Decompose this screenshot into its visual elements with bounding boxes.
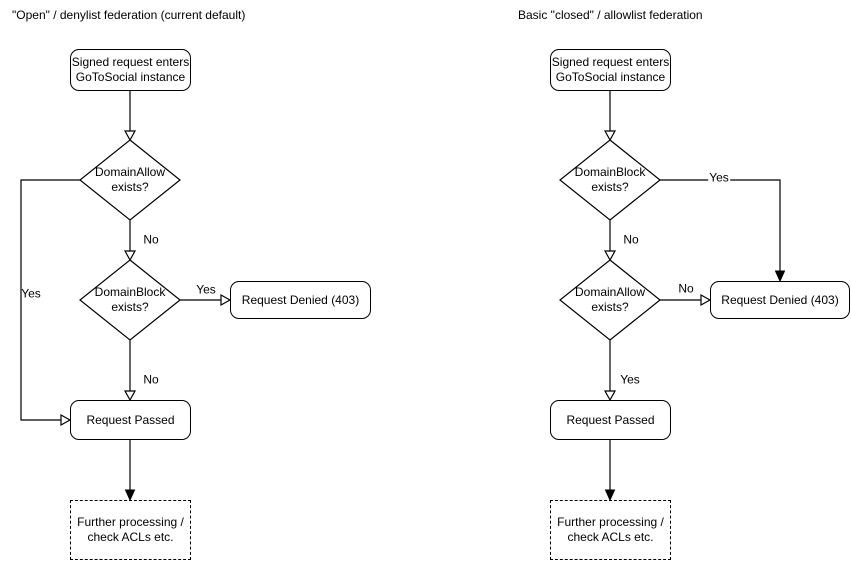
right-decision2-no-label: No <box>678 281 694 296</box>
edge-left-start-to-decision1 <box>123 91 137 142</box>
edge-left-decision2-no-to-passed <box>123 340 137 402</box>
edge-right-start-to-decision1 <box>603 91 617 142</box>
edge-right-decision1-no-to-decision2 <box>603 220 617 262</box>
left-decision2-label: DomainBlock exists? <box>94 285 166 314</box>
left-start-node: Signed request enters GoToSocial instanc… <box>70 49 191 91</box>
right-decision2-yes-label: Yes <box>620 372 640 387</box>
left-decision1-no-label: No <box>143 232 159 247</box>
edge-right-passed-to-further <box>604 440 616 502</box>
left-decision1-label: DomainAllow exists? <box>94 165 166 194</box>
right-decision1-diamond <box>559 139 661 221</box>
left-decision2-no-label: No <box>143 372 159 387</box>
right-passed-node: Request Passed <box>550 400 671 440</box>
right-denied-node: Request Denied (403) <box>710 281 850 319</box>
edge-right-decision2-no-to-denied <box>660 293 712 307</box>
left-decision1-yes-label: Yes <box>21 286 41 301</box>
left-decision2-diamond <box>79 259 181 341</box>
right-decision2-diamond <box>559 259 661 341</box>
left-diagram-title: "Open" / denylist federation (current de… <box>12 8 246 22</box>
edge-left-decision1-no-to-decision2 <box>123 220 137 262</box>
edge-left-decision2-yes-to-denied <box>180 293 232 307</box>
left-passed-node: Request Passed <box>70 400 191 440</box>
edge-right-decision1-yes-to-denied <box>660 179 786 283</box>
right-further-processing-node: Further processing / check ACLs etc. <box>550 500 671 560</box>
right-decision2-label: DomainAllow exists? <box>574 285 646 314</box>
right-decision1-no-label: No <box>623 232 639 247</box>
left-decision1-diamond <box>79 139 181 221</box>
left-denied-node: Request Denied (403) <box>230 281 371 319</box>
right-start-node: Signed request enters GoToSocial instanc… <box>550 49 671 91</box>
edge-right-decision2-yes-to-passed <box>603 340 617 402</box>
right-diagram-title: Basic "closed" / allowlist federation <box>518 8 703 22</box>
edge-left-decision1-yes-to-passed <box>20 179 80 427</box>
left-decision2-yes-label: Yes <box>195 282 217 297</box>
left-further-processing-node: Further processing / check ACLs etc. <box>70 500 191 560</box>
right-decision1-yes-label: Yes <box>708 170 730 185</box>
edge-left-passed-to-further <box>124 440 136 502</box>
right-decision1-label: DomainBlock exists? <box>574 165 646 194</box>
